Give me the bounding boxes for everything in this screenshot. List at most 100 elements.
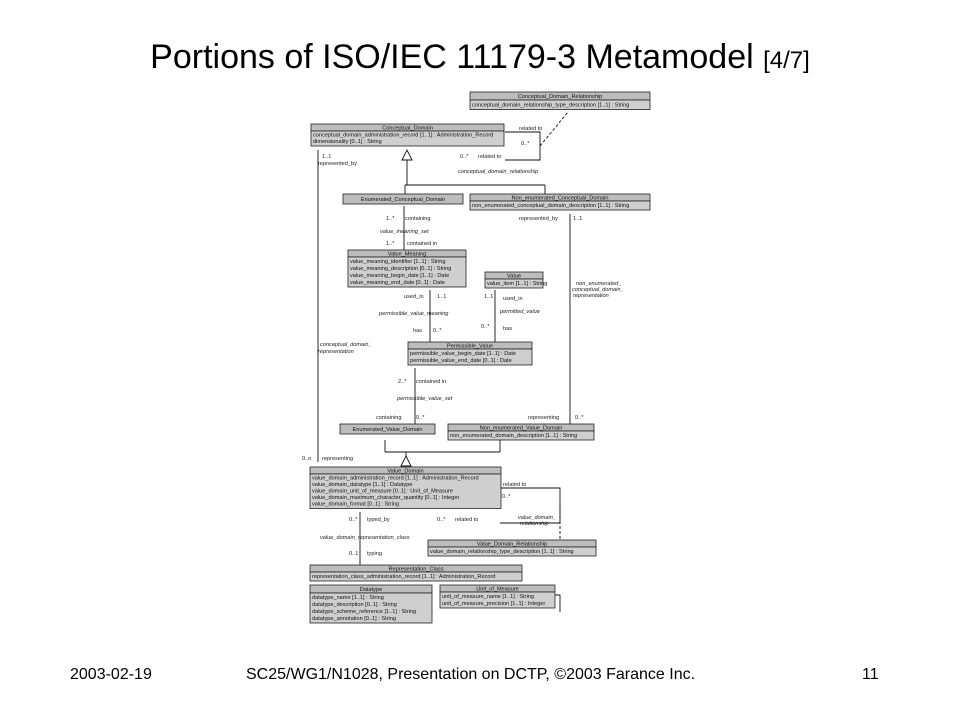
class-attribute: datatype_annotation [0..1] : String <box>312 616 396 622</box>
class-name: Unit_of_Measure <box>476 587 519 593</box>
association-label: related to <box>519 126 542 132</box>
class-name: Value_Domain <box>387 469 423 475</box>
association-label: conceptual_domain_ <box>572 287 624 293</box>
association-label: conceptual_domain_ <box>320 342 372 348</box>
generalization-arrow-vd <box>400 454 412 467</box>
association-label: contained in <box>416 379 446 385</box>
association-label: permissible_value_set <box>396 396 453 402</box>
association-label: representation <box>573 293 609 299</box>
association-label: 1..* <box>386 216 395 222</box>
class-necd: Non_enumerated_Conceptual_Domainnon_enum… <box>469 193 651 211</box>
class-attribute: value_domain_relationship_type_descripti… <box>430 549 574 555</box>
association-label: 1..1 <box>573 216 582 222</box>
association-label: relationship <box>520 521 549 527</box>
class-cdr: Conceptual_Domain_Relationship conceptual… <box>469 91 651 110</box>
class-attribute: permissible_value_end_date [0..1] : Date <box>410 358 512 364</box>
class-boxes: Conceptual_Domain_Relationship conceptual… <box>309 91 651 624</box>
class-attribute: value_meaning_identifier [1..1] : String <box>350 259 445 265</box>
association-label: related to <box>503 482 526 488</box>
association-label: conceptual_domain_relationship <box>458 169 538 175</box>
class-attributes <box>469 99 651 110</box>
class-attribute: permissible_value_begin_date [1..1] : Da… <box>410 351 516 357</box>
class-attributes <box>469 200 651 211</box>
assoc-vd-relationship <box>500 487 561 524</box>
class-attribute: value_meaning_begin_date [1..1] : Date <box>350 273 449 279</box>
class-name: Representation_Class <box>388 567 443 573</box>
class-attributes <box>407 348 533 366</box>
class-attribute: dimensionality [0..1] : String <box>313 139 382 145</box>
generalization-line-vd <box>384 440 501 456</box>
association-label: representing <box>528 415 559 421</box>
association-label: typed_by <box>367 517 390 523</box>
class-vd: Value_Domainvalue_domain_administration_… <box>309 466 502 509</box>
class-pv: Permissible_Valuepermissible_value_begin… <box>407 341 533 366</box>
association-label: represented_by <box>318 161 357 167</box>
association-label: used_in <box>503 296 523 302</box>
association-labels: related to 0..* 0..* related to conceptual_d… <box>302 126 624 557</box>
class-attributes <box>447 430 595 441</box>
class-name: Value_Domain_Relationship <box>477 542 547 548</box>
association-label: 0..n <box>302 456 311 462</box>
association-label: 0..* <box>433 328 442 334</box>
class-attributes <box>309 473 502 509</box>
slide-title: Portions of ISO/IEC 11179-3 Metamodel [4… <box>0 38 960 77</box>
connectors <box>317 111 571 612</box>
class-name: Non_enumerated_Value_Domain <box>480 426 563 432</box>
class-cd: Conceptual_Domainconceptual_domain_admin… <box>310 123 505 147</box>
class-attribute: value_domain_unit_of_measure [0..1] : Un… <box>312 489 453 495</box>
association-label: permitted_value <box>499 309 540 315</box>
association-label: represented_by <box>519 216 558 222</box>
association-label: value_domain_ <box>518 515 556 521</box>
class-rc: Representation_Classrepresentation_class… <box>309 564 523 582</box>
class-name: Conceptual_Domain_Relationship <box>518 94 603 100</box>
class-attributes <box>427 546 597 557</box>
association-label: containing <box>376 415 402 421</box>
association-label: value_meaning_set <box>380 229 429 235</box>
class-attribute: value_domain_administration_record [1..1… <box>312 476 479 482</box>
association-label: contained in <box>407 241 437 247</box>
class-name: Datatype <box>360 587 382 593</box>
class-attribute: unit_of_measure_precision [1..1] : Integ… <box>442 601 545 607</box>
class-vdr: Value_Domain_Relationshipvalue_domain_re… <box>427 539 597 557</box>
association-label: non_enumerated_ <box>576 281 621 287</box>
association-label: 0..* <box>575 415 584 421</box>
association-label: 1..* <box>386 241 395 247</box>
class-attribute: datatype_scheme_reference [1..1] : Strin… <box>312 609 416 615</box>
class-attribute: value_item [1..1] : String <box>487 281 547 287</box>
generalization-line-cd <box>404 160 546 194</box>
class-attribute: unit_of_measure_name [1..1] : String <box>442 594 534 600</box>
class-attribute: representation_class_administration_reco… <box>312 574 495 580</box>
class-name: Enumerated_Conceptual_Domain <box>361 197 445 203</box>
association-label: 0..* <box>437 517 446 523</box>
association-label: 0..1 <box>349 551 358 557</box>
association-label: 1..1 <box>484 294 493 300</box>
association-label: 1..1 <box>322 154 331 160</box>
class-name: Non_enumerated_Conceptual_Domain <box>511 196 608 202</box>
assoc-class-link-cdr <box>539 111 569 147</box>
class-attribute: conceptual_domain_relationship_type_desc… <box>472 103 629 109</box>
class-attribute: value_meaning_end_date [0..1] : Date <box>350 280 445 286</box>
class-nevd: Non_enumerated_Value_Domainnon_enumerate… <box>447 423 595 441</box>
class-name: Enumerated_Value_Domain <box>353 427 423 433</box>
association-label: 0..* <box>481 324 490 330</box>
association-label: 0..* <box>460 154 469 160</box>
footer-source: SC25/WG1/N1028, Presentation on DCTP, ©2… <box>246 666 696 683</box>
association-label: representation <box>318 349 354 355</box>
uom-line <box>555 594 561 612</box>
class-attribute: value_meaning_description [0..1] : Strin… <box>350 266 451 272</box>
class-name: Value <box>507 274 521 280</box>
association-label: 0..* <box>416 415 425 421</box>
class-attributes <box>439 591 556 609</box>
class-attributes <box>484 278 544 289</box>
association-label: 0..* <box>349 517 358 523</box>
class-name: Value_Meaning <box>388 252 426 258</box>
class-attributes <box>347 256 467 288</box>
class-attribute: datatype_description [0..1] : String <box>312 602 397 608</box>
class-attributes <box>310 130 505 147</box>
association-label: related to <box>455 517 478 523</box>
association-label: 2..* <box>398 379 407 385</box>
association-label: has <box>503 326 512 332</box>
